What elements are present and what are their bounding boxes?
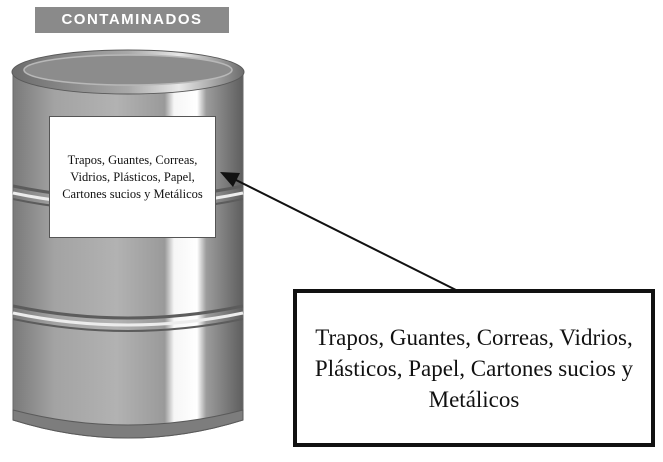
- pointer-arrow-head: [220, 172, 240, 187]
- drum-bottom-rim: [12, 409, 244, 439]
- category-title: CONTAMINADOS: [35, 7, 229, 33]
- drum-label-text: Trapos, Guantes, Correas, Vidrios, Plást…: [62, 152, 203, 201]
- pointer-arrow-line: [231, 177, 461, 293]
- callout-text: Trapos, Guantes, Correas, Vidrios, Plást…: [314, 324, 634, 412]
- callout-box: Trapos, Guantes, Correas, Vidrios, Plást…: [293, 289, 655, 447]
- drum-top-lid: [23, 54, 233, 86]
- drum-ring-lower: [12, 304, 244, 332]
- drum-label: Trapos, Guantes, Correas, Vidrios, Plást…: [49, 116, 216, 238]
